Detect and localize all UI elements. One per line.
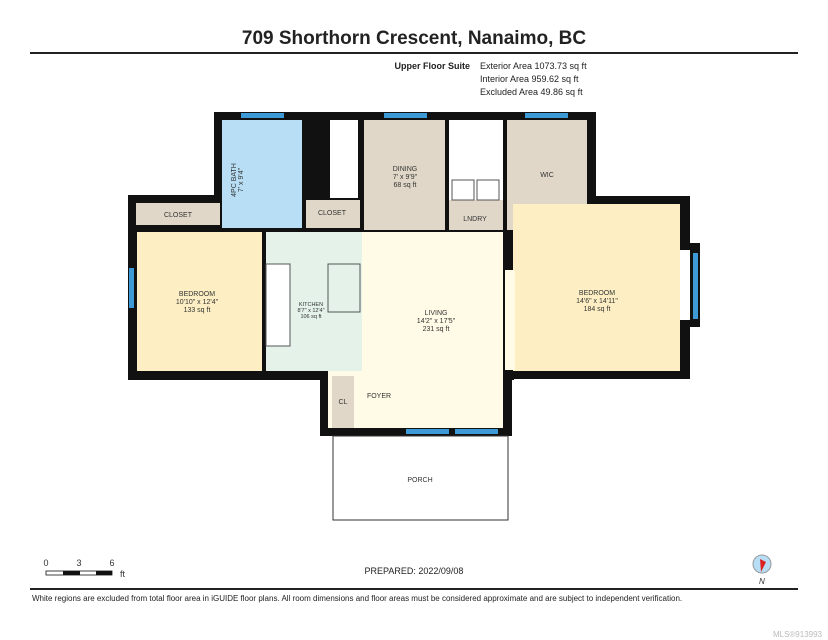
laundry-label: LNDRY	[463, 216, 487, 223]
bedroom2-dims: 14'6" x 14'11"	[576, 298, 618, 305]
bedroom1-label: BEDROOM	[179, 291, 215, 298]
dining-dims: 7' x 9'9"	[393, 174, 418, 181]
cl-room	[332, 376, 354, 428]
closet-label-1: CLOSET	[164, 212, 193, 219]
page-title: 709 Shorthorn Crescent, Nanaimo, BC	[241, 28, 587, 49]
scale-0: 0	[43, 558, 48, 568]
bedroom-1	[137, 232, 262, 371]
scale-bar: 0 3 6 ft	[43, 558, 125, 579]
scale-6: 6	[109, 558, 114, 568]
closet-room-1	[136, 203, 220, 225]
scale-unit: ft	[120, 569, 126, 579]
living-room	[362, 232, 503, 428]
watermark: MLS®913993	[772, 630, 822, 639]
bedroom2-area: 184 sq ft	[584, 306, 611, 313]
porch	[332, 435, 509, 521]
prepared-date: PREPARED: 2022/09/08	[364, 566, 464, 576]
bedroom1-dims: 10'10" x 12'4"	[176, 299, 219, 306]
bath-room	[222, 120, 302, 228]
dining-room	[364, 120, 445, 230]
bedroom2-label: BEDROOM	[579, 290, 615, 297]
bedroom-2	[513, 204, 680, 371]
dining-area: 68 sq ft	[394, 182, 417, 189]
living-dims: 14'2" x 17'5"	[417, 318, 456, 325]
porch-label: PORCH	[407, 477, 432, 484]
kitchen-area: 106 sq ft	[300, 314, 322, 320]
compass-label: N	[759, 577, 765, 586]
cl-label: CL	[339, 399, 348, 406]
scale-3: 3	[76, 558, 81, 568]
windows	[129, 113, 698, 434]
living-label: LIVING	[425, 310, 448, 317]
foyer-label: FOYER	[367, 393, 391, 400]
kitchen-dims: 8'7" x 12'4"	[297, 308, 324, 314]
closet-room-2	[306, 200, 360, 228]
kitchen-label: KITCHEN	[299, 302, 323, 308]
dining-label: DINING	[393, 166, 418, 173]
excluded-area: Excluded Area 49.86 sq ft	[480, 87, 583, 97]
exterior-area: Exterior Area 1073.73 sq ft	[480, 61, 587, 71]
bath-label: 4PC BATH	[231, 163, 238, 197]
bath-dims: 7' x 9'4"	[238, 167, 245, 192]
footer-divider	[30, 588, 798, 590]
wic-label: WIC	[540, 172, 554, 179]
disclaimer: White regions are excluded from total fl…	[32, 594, 683, 603]
living-area: 231 sq ft	[423, 326, 450, 333]
title-divider	[30, 52, 798, 54]
interior-area: Interior Area 959.62 sq ft	[480, 74, 579, 84]
floor-label: Upper Floor Suite	[394, 61, 470, 71]
closet-label-2: CLOSET	[318, 210, 347, 217]
bedroom1-area: 133 sq ft	[184, 307, 211, 314]
compass-icon: N	[752, 554, 772, 586]
